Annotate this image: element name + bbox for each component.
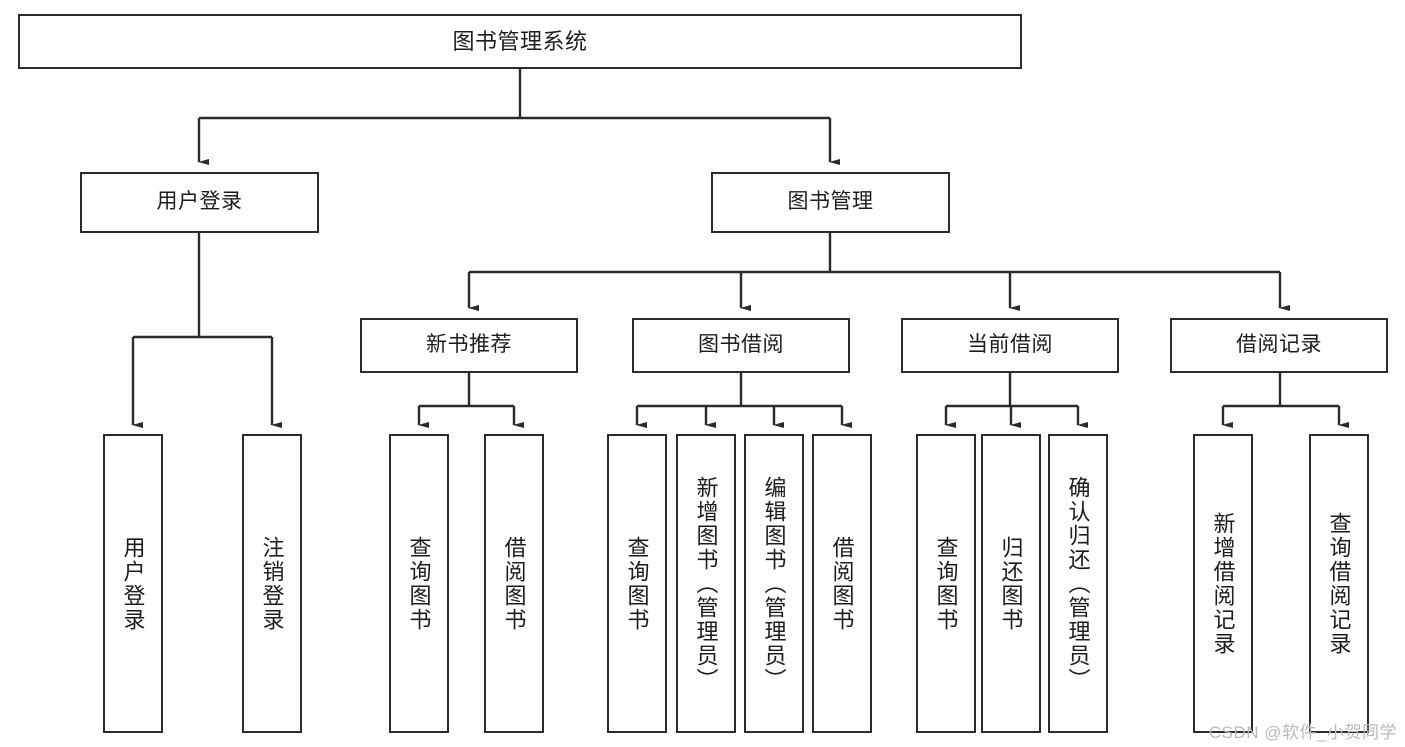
node-label: 借阅记录 xyxy=(1236,333,1322,357)
node-label: 借阅图书 xyxy=(829,535,855,632)
leaf-query-book-current[interactable]: 查询图书 xyxy=(916,434,976,733)
node-label: 确认归还（管理员） xyxy=(1065,475,1091,692)
node-root-book-management-system[interactable]: 图书管理系统 xyxy=(18,14,1022,69)
node-label: 用户登录 xyxy=(120,535,146,632)
node-label: 新书推荐 xyxy=(426,333,512,357)
leaf-borrow-book[interactable]: 借阅图书 xyxy=(812,434,872,733)
node-book-management[interactable]: 图书管理 xyxy=(711,172,950,233)
csdn-watermark: CSDN @软件_小贺同学 xyxy=(1208,723,1397,742)
leaf-user-login[interactable]: 用户登录 xyxy=(103,434,163,733)
node-user-login[interactable]: 用户登录 xyxy=(80,172,319,233)
node-label: 新增图书（管理员） xyxy=(693,475,719,692)
node-label: 查询图书 xyxy=(624,535,650,632)
node-label: 当前借阅 xyxy=(967,333,1053,357)
node-label: 图书管理 xyxy=(787,190,874,214)
leaf-add-book-admin[interactable]: 新增图书（管理员） xyxy=(676,434,736,733)
node-current-borrow[interactable]: 当前借阅 xyxy=(901,318,1119,373)
node-label: 用户登录 xyxy=(156,190,243,214)
leaf-confirm-return-admin[interactable]: 确认归还（管理员） xyxy=(1048,434,1108,733)
leaf-query-book-new-recommend[interactable]: 查询图书 xyxy=(389,434,449,733)
node-label: 编辑图书（管理员） xyxy=(761,475,787,692)
node-label: 归还图书 xyxy=(998,535,1024,632)
leaf-add-borrow-record[interactable]: 新增借阅记录 xyxy=(1193,434,1253,733)
leaf-query-borrow-record[interactable]: 查询借阅记录 xyxy=(1309,434,1369,733)
node-new-book-recommend[interactable]: 新书推荐 xyxy=(360,318,578,373)
leaf-query-book-borrow[interactable]: 查询图书 xyxy=(607,434,667,733)
node-label: 查询图书 xyxy=(933,535,959,632)
node-label: 图书管理系统 xyxy=(452,28,588,54)
leaf-borrow-book-new-recommend[interactable]: 借阅图书 xyxy=(484,434,544,733)
node-label: 查询图书 xyxy=(406,535,432,632)
leaf-return-book[interactable]: 归还图书 xyxy=(981,434,1041,733)
node-label: 图书借阅 xyxy=(698,333,784,357)
node-label: 注销登录 xyxy=(259,535,285,632)
node-book-borrow[interactable]: 图书借阅 xyxy=(632,318,850,373)
leaf-edit-book-admin[interactable]: 编辑图书（管理员） xyxy=(744,434,804,733)
node-label: 查询借阅记录 xyxy=(1326,511,1352,656)
node-label: 借阅图书 xyxy=(501,535,527,632)
node-label: 新增借阅记录 xyxy=(1210,511,1236,656)
node-borrow-record[interactable]: 借阅记录 xyxy=(1170,318,1388,373)
leaf-logout[interactable]: 注销登录 xyxy=(242,434,302,733)
